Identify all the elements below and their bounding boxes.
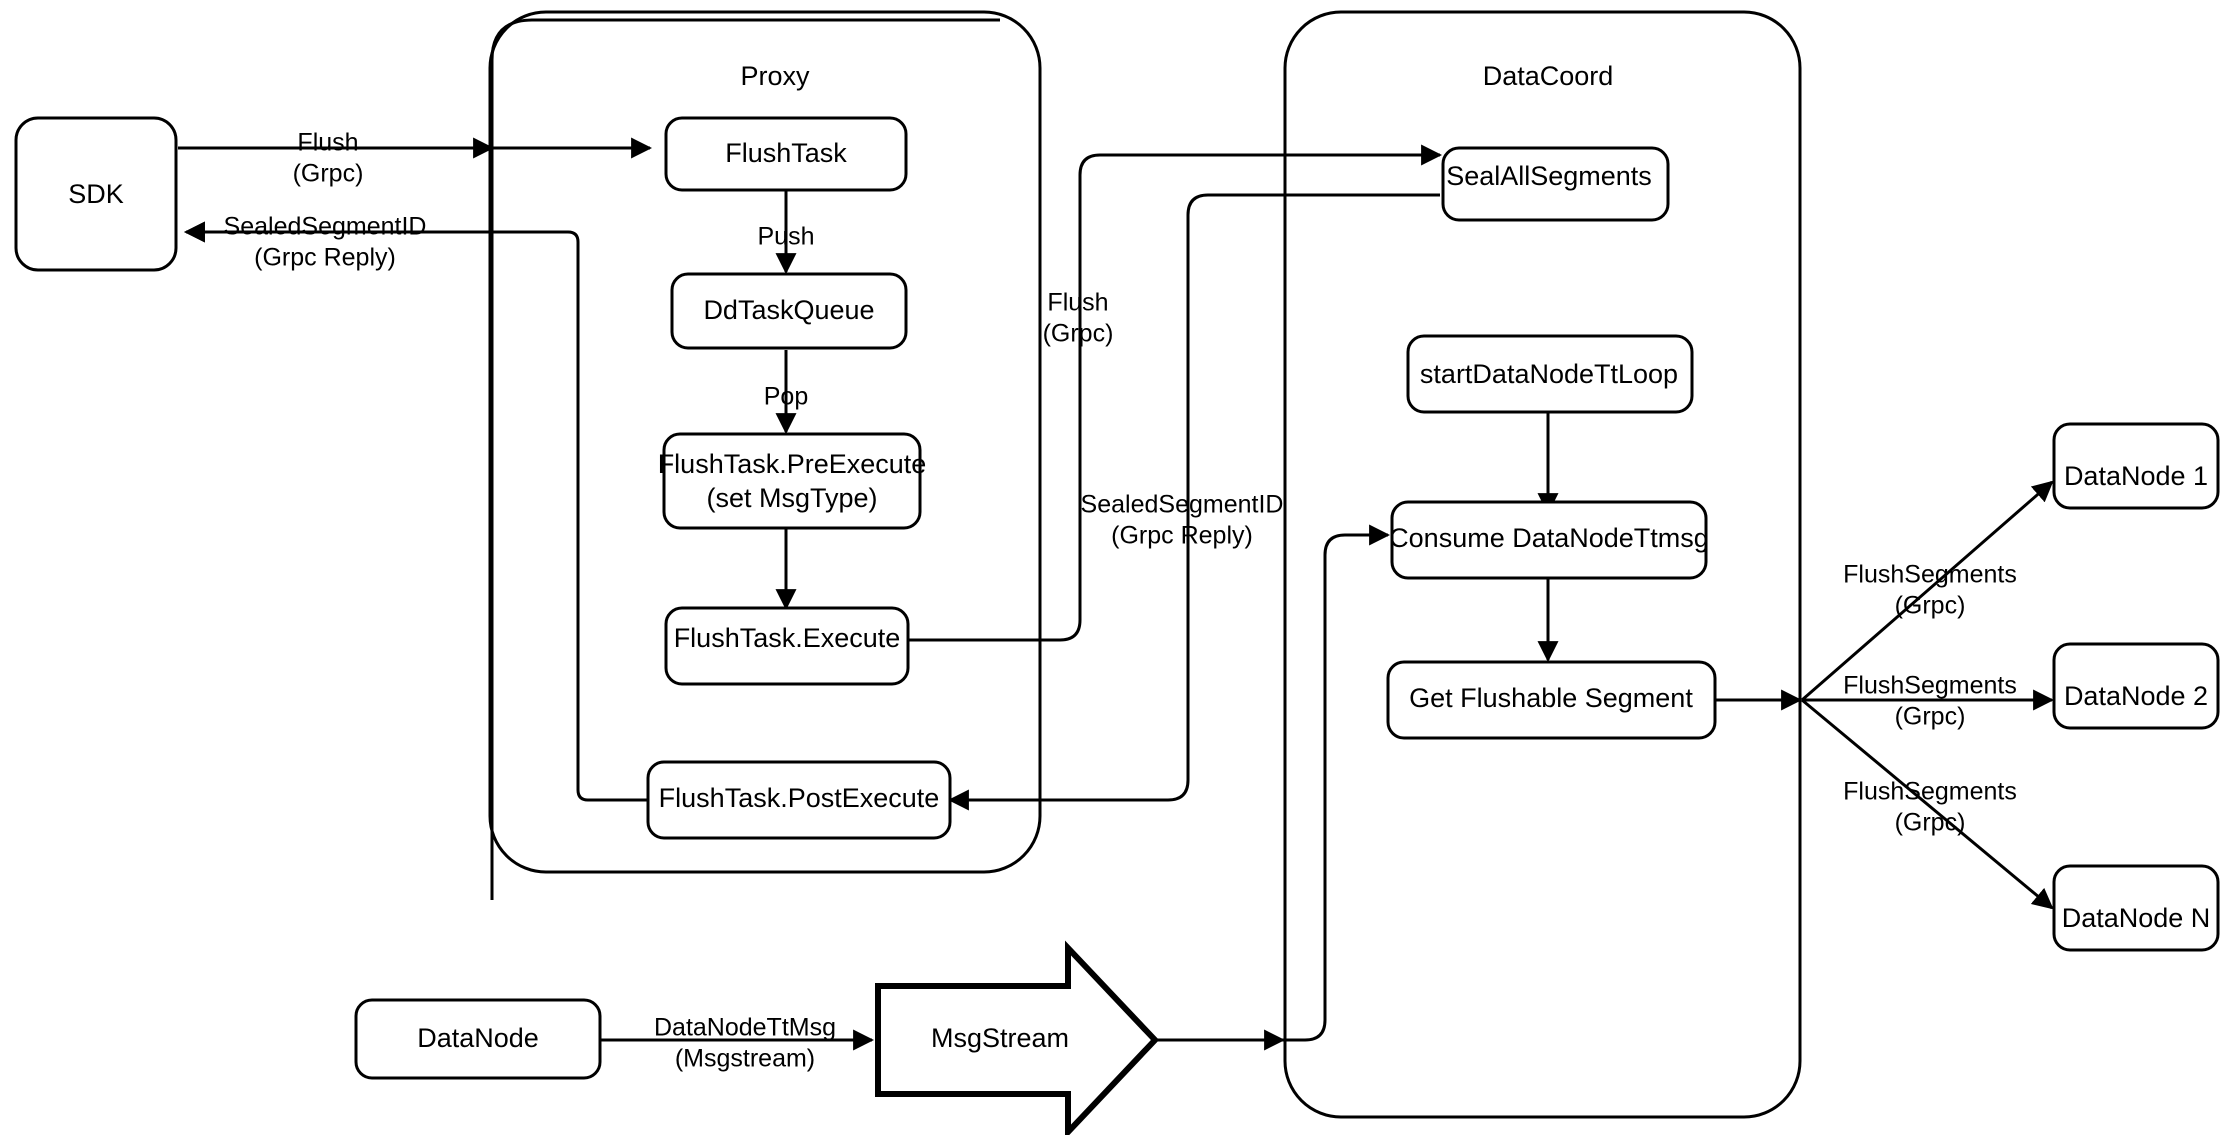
node-flushtask-preexecute-label-line1: FlushTask.PreExecute [658,449,927,479]
edge-label-flushsegments-n-line1: FlushSegments [1843,778,2017,806]
node-datanode-bottom[interactable] [354,998,602,1080]
node-datanode-n-label: DataNode N [2062,903,2211,933]
node-startdatanodettloop-label: startDataNodeTtLoop [1420,359,1678,389]
node-sealallsegments-label: SealAllSegments [1446,161,1652,191]
edge-label-sealedseg-coord-line1: SealedSegmentID [1081,491,1284,519]
edge-label-sealedsegmentid-reply-line2: (Grpc Reply) [254,244,396,272]
node-ddtaskqueue-label: DdTaskQueue [703,295,874,325]
edge-postexecute-to-sdk [183,221,648,802]
edge-label-sealedsegmentid-reply-line1: SealedSegmentID [224,213,427,241]
node-flushtask-postexecute-label: FlushTask.PostExecute [659,783,940,813]
edge-label-sealedseg-coord-line2: (Grpc Reply) [1111,522,1253,550]
node-sealallsegments[interactable] [1441,146,1670,222]
edge-label-flushsegments-2-line2: (Grpc) [1895,703,1966,731]
edge-label-flush-coord-line2: (Grpc) [1043,320,1114,348]
edge-label-flushsegments-1-line2: (Grpc) [1895,592,1966,620]
node-sdk-label: SDK [68,179,124,209]
node-sdk[interactable] [14,116,178,272]
node-flushtask-postexecute[interactable] [646,760,952,840]
edge-label-flush-grpc-line1: Flush [297,129,358,157]
node-flushtask-preexecute-label-line2: (set MsgType) [706,483,877,513]
group-datacoord-label: DataCoord [1483,61,1614,91]
edge-junction-to-datanode-n [1801,698,2054,910]
node-flushtask-label: FlushTask [725,138,847,168]
node-ddtaskqueue[interactable] [670,272,908,350]
node-datanode-1-label: DataNode 1 [2064,461,2208,491]
edge-label-flush-coord-line1: Flush [1047,289,1108,317]
edge-label-flushsegments-2-line1: FlushSegments [1843,672,2017,700]
node-datanode-n[interactable] [2052,864,2220,952]
edge-label-datanodettmsg-line2: (Msgstream) [675,1045,815,1073]
node-startdatanodettloop[interactable] [1406,334,1694,414]
edge-label-flushsegments-1-line1: FlushSegments [1843,561,2017,589]
node-get-flushable-segment-label: Get Flushable Segment [1409,683,1693,713]
group-proxy-label: Proxy [740,61,810,91]
node-consume-datanodettmsg[interactable] [1390,500,1708,580]
node-datanode-bottom-label: DataNode [417,1023,539,1053]
edge-label-push: Push [758,223,815,251]
edge-proxy-top-rail [490,18,1000,61]
node-get-flushable-segment[interactable] [1386,660,1717,740]
group-datacoord [1283,10,1802,1119]
node-datanode-2[interactable] [2052,642,2220,730]
edge-label-pop: Pop [764,383,808,411]
node-datanode-1[interactable] [2052,422,2220,510]
node-flushtask-preexecute[interactable] [662,432,922,530]
node-msgstream-label: MsgStream [931,1023,1069,1053]
node-datanode-2-label: DataNode 2 [2064,681,2208,711]
edge-sealallsegments-to-postexecute [947,193,1440,811]
edge-execute-to-sealallsegments [908,144,1443,642]
node-flushtask-execute[interactable] [664,606,910,686]
group-proxy [488,10,1042,874]
edge-label-datanodettmsg-line1: DataNodeTtMsg [654,1014,836,1042]
node-consume-datanodettmsg-label: Consume DataNodeTtmsg [1389,523,1709,553]
edge-datacoord-boundary-to-consume [1283,524,1391,1042]
node-msgstream[interactable] [875,940,1160,1135]
node-flushtask[interactable] [664,116,908,192]
edge-label-flushsegments-n-line2: (Grpc) [1895,809,1966,837]
edge-label-flush-grpc-line2: (Grpc) [293,160,364,188]
edge-junction-to-datanode-1 [1801,480,2054,702]
node-flushtask-execute-label: FlushTask.Execute [674,623,901,653]
